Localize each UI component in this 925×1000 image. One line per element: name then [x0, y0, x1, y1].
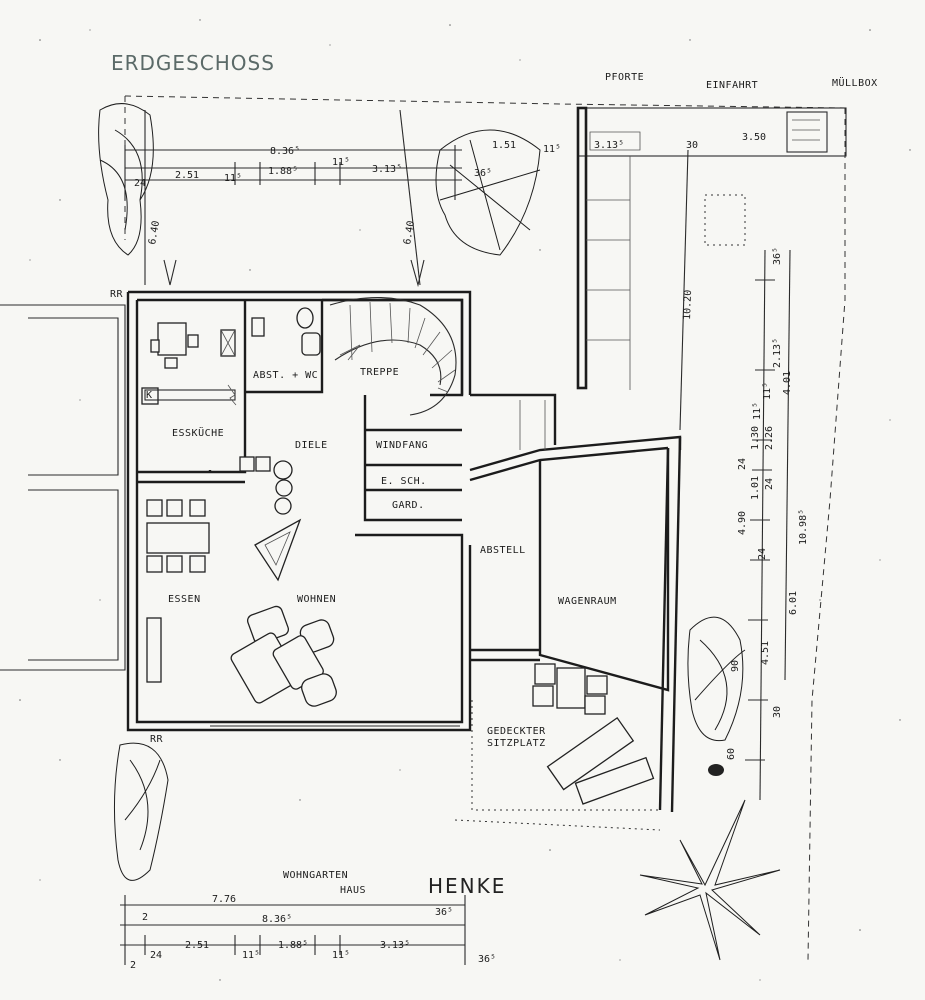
- title-block-line2: HAUS: [340, 885, 366, 896]
- dim-right-r5: 24: [737, 458, 748, 470]
- dim-bottom-d3: 3.13⁵: [380, 940, 410, 951]
- tree-sketches: [98, 103, 781, 961]
- neighbour-building: [0, 304, 126, 671]
- room-abst-wc: ABST. + WC: [253, 370, 318, 381]
- dim-right-r11: 4.90: [737, 511, 748, 535]
- dim-bottom-w2: 11⁵: [242, 950, 260, 961]
- dim-bottom-w1: 24: [150, 950, 162, 961]
- label-muellbox: MÜLLBOX: [832, 76, 878, 89]
- dim-right-r15: 6.01: [788, 591, 799, 615]
- room-esskueche: ESSKÜCHE: [172, 426, 224, 439]
- mark-rr-top: RR: [110, 289, 124, 300]
- wohnen-furniture: [230, 605, 337, 707]
- dim-right-r3: 4.01: [782, 371, 793, 395]
- dim-top-depth-left: 6.40: [147, 220, 162, 246]
- terrace-furniture: [532, 663, 655, 805]
- dim-bottom-d2: 1.88⁵: [278, 940, 308, 951]
- dim-lines-bottom: [120, 895, 466, 965]
- dim-bottom-w4: 36⁵: [435, 907, 453, 918]
- wc-fixtures: [251, 307, 321, 356]
- room-e-sch: E. SCH.: [381, 476, 427, 487]
- dim-bottom-w3: 11⁵: [332, 950, 350, 961]
- dim-top-w2: 11⁵: [332, 157, 350, 168]
- room-treppe: TREPPE: [360, 367, 399, 378]
- room-diele: DIELE: [295, 440, 328, 451]
- dim-top-w6: 36⁵: [474, 168, 492, 179]
- title-block-line1: WOHNGARTEN: [283, 870, 348, 881]
- label-einfahrt: EINFAHRT: [706, 80, 758, 91]
- dim-right-r10: 1.01: [750, 476, 761, 500]
- dim-lines-top: [124, 109, 462, 288]
- mark-rr-bottom: RR: [150, 734, 164, 745]
- kitchen-furniture: [141, 322, 237, 406]
- room-wagenraum: WAGENRAUM: [558, 596, 617, 607]
- dim-gap: 30: [686, 140, 698, 151]
- room-windfang: WINDFANG: [376, 440, 428, 451]
- dim-top-w4: 1.51: [492, 140, 516, 151]
- room-wohnen: WOHNEN: [297, 594, 336, 605]
- dim-right-r14: 4.51: [760, 641, 771, 665]
- room-abstell: ABSTELL: [480, 545, 526, 556]
- label-pforte: PFORTE: [605, 72, 644, 83]
- dim-top-d1: 2.51: [175, 170, 199, 181]
- dim-top-w5: 11⁵: [543, 144, 561, 155]
- dim-top-depth-mid: 6.40: [402, 220, 417, 246]
- dim-right-r18: 60: [726, 748, 737, 760]
- room-sitzplatz-line2: SITZPLATZ: [487, 738, 546, 749]
- stair: [329, 296, 457, 416]
- dim-bottom-overall-b: 8.36⁵: [262, 914, 292, 925]
- plan-title: ERDGESCHOSS: [111, 51, 275, 75]
- dim-top-d2: 1.88⁵: [268, 166, 298, 177]
- dim-top-d3: 3.13⁵: [372, 164, 402, 175]
- dim-right-total: 10.20: [682, 290, 694, 320]
- dim-top-w1: 11⁵: [224, 173, 242, 184]
- dim-right-r17: 30: [772, 706, 783, 718]
- paper-speckle: [19, 19, 911, 981]
- room-gard: GARD.: [392, 500, 425, 511]
- dim-bottom-n2: 2: [142, 912, 148, 923]
- dim-bottom-overall-a: 7.76: [212, 894, 236, 905]
- dim-right-r13: 24: [757, 548, 768, 560]
- dim-right-r8: 2.26: [764, 426, 775, 450]
- mark-k: K: [146, 390, 153, 401]
- dim-right-r12: 10.98⁵: [798, 509, 809, 545]
- dim-bottom-d1: 2.51: [185, 940, 209, 951]
- dim-einfahrt-width: 3.50: [742, 132, 766, 143]
- dim-pforte-width: 3.13⁵: [594, 140, 624, 151]
- dim-top-overall: 8.36⁵: [270, 146, 300, 157]
- dim-right-r1: 36⁵: [772, 247, 783, 265]
- dim-right-r2: 2.13⁵: [772, 338, 783, 368]
- dim-right-r7: 1.30: [750, 426, 761, 450]
- dim-right-r9: 24: [764, 478, 775, 490]
- room-essen: ESSEN: [168, 594, 201, 605]
- dim-right-r6: 11⁵: [752, 402, 763, 420]
- garage-walls: [454, 393, 682, 831]
- dim-top-w3: 24: [134, 178, 146, 189]
- dim-lines-right: [679, 149, 791, 801]
- essen-furniture: [146, 499, 210, 683]
- house-walls: [126, 290, 472, 732]
- room-sitzplatz-line1: GEDECKTER: [487, 726, 546, 737]
- dim-right-r16: 90: [730, 660, 741, 672]
- diele-fixtures: [239, 456, 302, 582]
- dim-bottom-w5: 36⁵: [478, 954, 496, 965]
- dim-right-r4: 11⁵: [762, 382, 773, 400]
- title-block-name: HENKE: [428, 874, 506, 898]
- driveway-paving: [576, 106, 847, 390]
- dim-bottom-n1: 2: [130, 960, 136, 971]
